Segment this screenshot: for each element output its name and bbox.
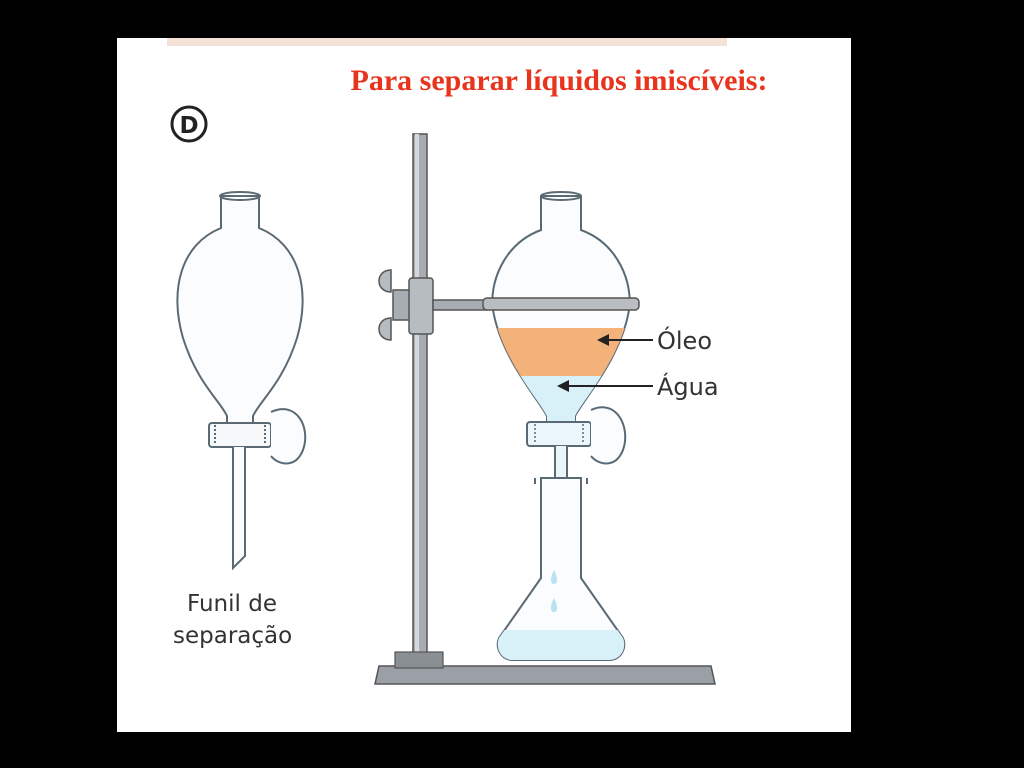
oil-label: Óleo (657, 325, 712, 355)
separation-diagram: D Funil de separação (170, 105, 719, 685)
stand-clamp (378, 269, 488, 341)
slide-title: Para separar líquidos imiscíveis: (350, 64, 768, 97)
panel-letter-badge: D (170, 105, 208, 143)
funnel-caption-line2: separação (173, 623, 292, 649)
oil-layer (492, 328, 630, 376)
panel-letter: D (179, 113, 198, 139)
ring-stand (374, 133, 716, 685)
support-ring (482, 297, 640, 311)
collected-water (497, 630, 625, 660)
water-pointer (557, 380, 653, 392)
top-decoration-strip (167, 38, 727, 46)
erlenmeyer-flask (496, 477, 626, 661)
funnel-caption-line1: Funil de (187, 591, 277, 617)
separatory-funnel-left (176, 191, 307, 571)
water-label: Água (657, 372, 719, 401)
oil-pointer (597, 334, 653, 346)
slide-panel: Para separar líquidos imiscíveis: D Funi… (117, 38, 851, 732)
water-drop (551, 598, 557, 612)
water-drop (551, 570, 557, 584)
